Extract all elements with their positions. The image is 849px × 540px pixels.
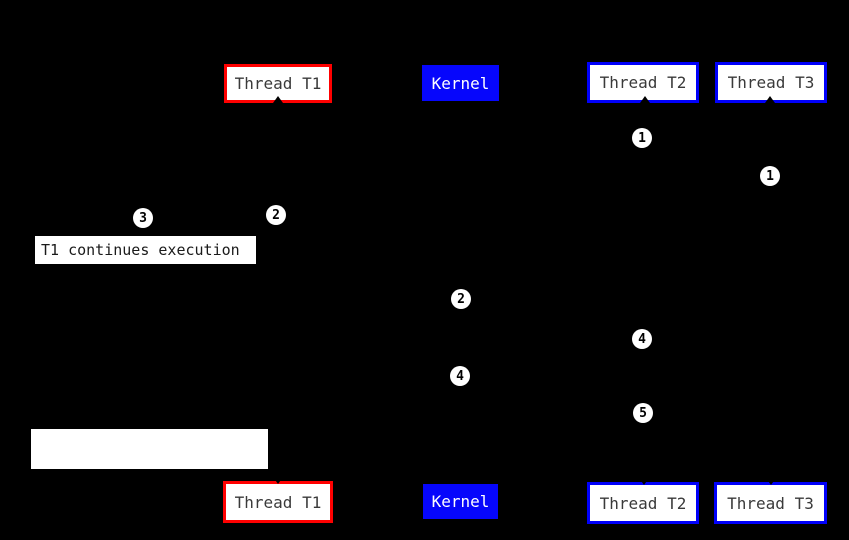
step-marker-4-kernel: 4 — [450, 366, 470, 386]
kernel-label-top: Kernel — [431, 73, 490, 93]
step-marker-1-t3: 1 — [760, 166, 780, 186]
arrowhead-icon — [273, 477, 283, 484]
thread-t3-label-top: Thread T3 — [727, 73, 815, 92]
thread-t3-label-bottom: Thread T3 — [727, 493, 814, 513]
step-marker-4-t2: 4 — [632, 329, 652, 349]
step-marker-2-kernel: 2 — [451, 289, 471, 309]
thread-t2-box-bottom: Thread T2 — [587, 482, 699, 524]
thread-t2-label-top: Thread T2 — [599, 73, 687, 92]
arrowhead-icon — [765, 96, 775, 103]
thread-t1-label-top: Thread T1 — [234, 74, 322, 93]
step-marker-1-t2: 1 — [632, 128, 652, 148]
blank-label-box — [31, 429, 268, 469]
kernel-box-bottom: Kernel — [423, 484, 498, 519]
thread-t1-box-bottom: Thread T1 — [223, 481, 333, 523]
t1-continues-execution-label: T1 continues execution — [35, 236, 256, 264]
arrowhead-icon — [766, 478, 776, 485]
thread-t3-box-bottom: Thread T3 — [714, 482, 827, 524]
thread-t2-label-bottom: Thread T2 — [599, 493, 687, 513]
step-marker-5-t2: 5 — [633, 403, 653, 423]
step-marker-3-t1: 3 — [133, 208, 153, 228]
step-marker-2-t1: 2 — [266, 205, 286, 225]
arrowhead-icon — [273, 96, 283, 103]
kernel-label-bottom: Kernel — [431, 492, 490, 511]
arrowhead-icon — [639, 478, 649, 485]
kernel-box-top: Kernel — [422, 65, 499, 101]
arrowhead-icon — [640, 96, 650, 103]
thread-t1-label-bottom: Thread T1 — [234, 492, 322, 512]
